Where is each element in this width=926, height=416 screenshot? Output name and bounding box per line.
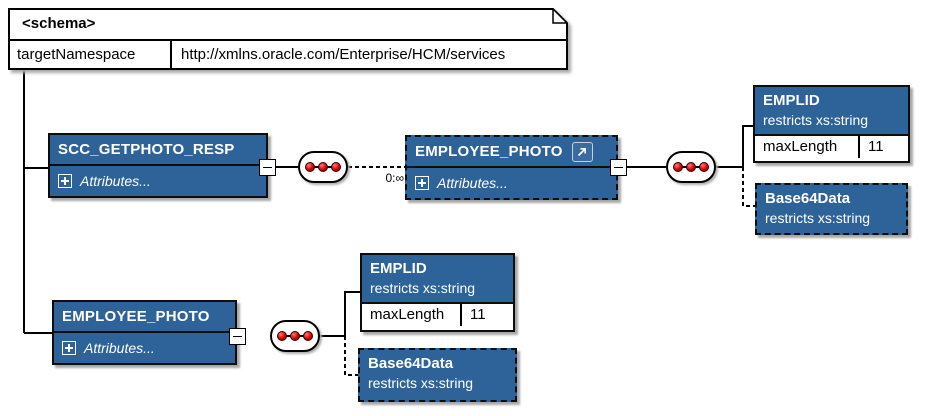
element-emplid-top[interactable]: EMPLID restricts xs:string maxLength 11 [753, 85, 910, 163]
schema-title: <schema> [22, 15, 96, 32]
collapse-minus-icon[interactable] [229, 328, 246, 345]
collapse-minus-icon[interactable] [259, 159, 276, 176]
derivation-label: restricts xs:string [368, 375, 474, 391]
element-scc-getphoto-resp[interactable]: SCC_GETPHOTO_RESP Attributes... [48, 133, 268, 198]
simple-type-header: EMPLID restricts xs:string [362, 255, 513, 302]
element-title: Base64Data [368, 355, 454, 372]
collapse-minus-icon[interactable] [610, 159, 627, 176]
sequence-dot [277, 331, 287, 341]
derivation-label: restricts xs:string [765, 210, 871, 226]
sequence-dot [305, 162, 315, 172]
facet-name: maxLength [755, 136, 860, 158]
expand-plus-icon[interactable] [62, 341, 76, 355]
element-title: EMPLID [370, 260, 427, 277]
sequence-dot [303, 331, 313, 341]
element-title: SCC_GETPHOTO_RESP [58, 141, 235, 158]
sequence-icon[interactable] [298, 151, 348, 183]
element-title: EMPLOYEE_PHOTO [407, 137, 616, 166]
derivation-label: restricts xs:string [763, 112, 869, 128]
facet-row: maxLength 11 [755, 134, 908, 158]
target-namespace-label: targetNamespace [10, 41, 172, 68]
attributes-label: Attributes... [437, 175, 508, 191]
schema-box-outline [8, 8, 568, 70]
occurrence-label: 0:∞ [385, 171, 404, 185]
facet-value: 11 [470, 306, 486, 323]
element-base64data-top[interactable]: Base64Data restricts xs:string [755, 183, 908, 235]
reference-arrow-icon [571, 141, 593, 162]
facet-value: 11 [868, 138, 884, 155]
target-namespace-value: http://xmlns.oracle.com/Enterprise/HCM/s… [181, 46, 506, 63]
attributes-expander[interactable]: Attributes... [50, 164, 266, 196]
derivation-label: restricts xs:string [370, 280, 476, 296]
simple-type-header: EMPLID restricts xs:string [755, 87, 908, 134]
facet-row: maxLength 11 [362, 302, 513, 326]
attributes-expander[interactable]: Attributes... [407, 166, 616, 198]
sequence-dot [673, 162, 683, 172]
attributes-expander[interactable]: Attributes... [54, 331, 235, 363]
expand-plus-icon[interactable] [415, 176, 429, 190]
element-title: EMPLOYEE_PHOTO [62, 308, 210, 325]
folded-corner-icon [552, 8, 568, 24]
expand-plus-icon[interactable] [58, 174, 72, 188]
sequence-dot [318, 162, 328, 172]
element-employee-photo-ref[interactable]: EMPLOYEE_PHOTO Attributes... [405, 135, 618, 200]
element-title: Base64Data [765, 190, 851, 207]
schema-root-box[interactable]: <schema> targetNamespace http://xmlns.or… [8, 8, 568, 70]
attributes-label: Attributes... [84, 340, 155, 356]
sequence-dot [686, 162, 696, 172]
element-title: EMPLID [763, 92, 820, 109]
facet-name: maxLength [362, 304, 462, 326]
schema-attribute-row: targetNamespace http://xmlns.oracle.com/… [10, 41, 566, 68]
sequence-icon[interactable] [270, 320, 320, 352]
element-emplid-bottom[interactable]: EMPLID restricts xs:string maxLength 11 [360, 253, 515, 332]
sequence-dot [331, 162, 341, 172]
element-employee-photo[interactable]: EMPLOYEE_PHOTO Attributes... [52, 300, 237, 365]
attributes-label: Attributes... [80, 173, 151, 189]
element-base64data-bottom[interactable]: Base64Data restricts xs:string [358, 348, 517, 402]
sequence-icon[interactable] [666, 151, 716, 183]
element-title-text: EMPLOYEE_PHOTO [415, 143, 563, 160]
sequence-dot [290, 331, 300, 341]
sequence-dot [699, 162, 709, 172]
